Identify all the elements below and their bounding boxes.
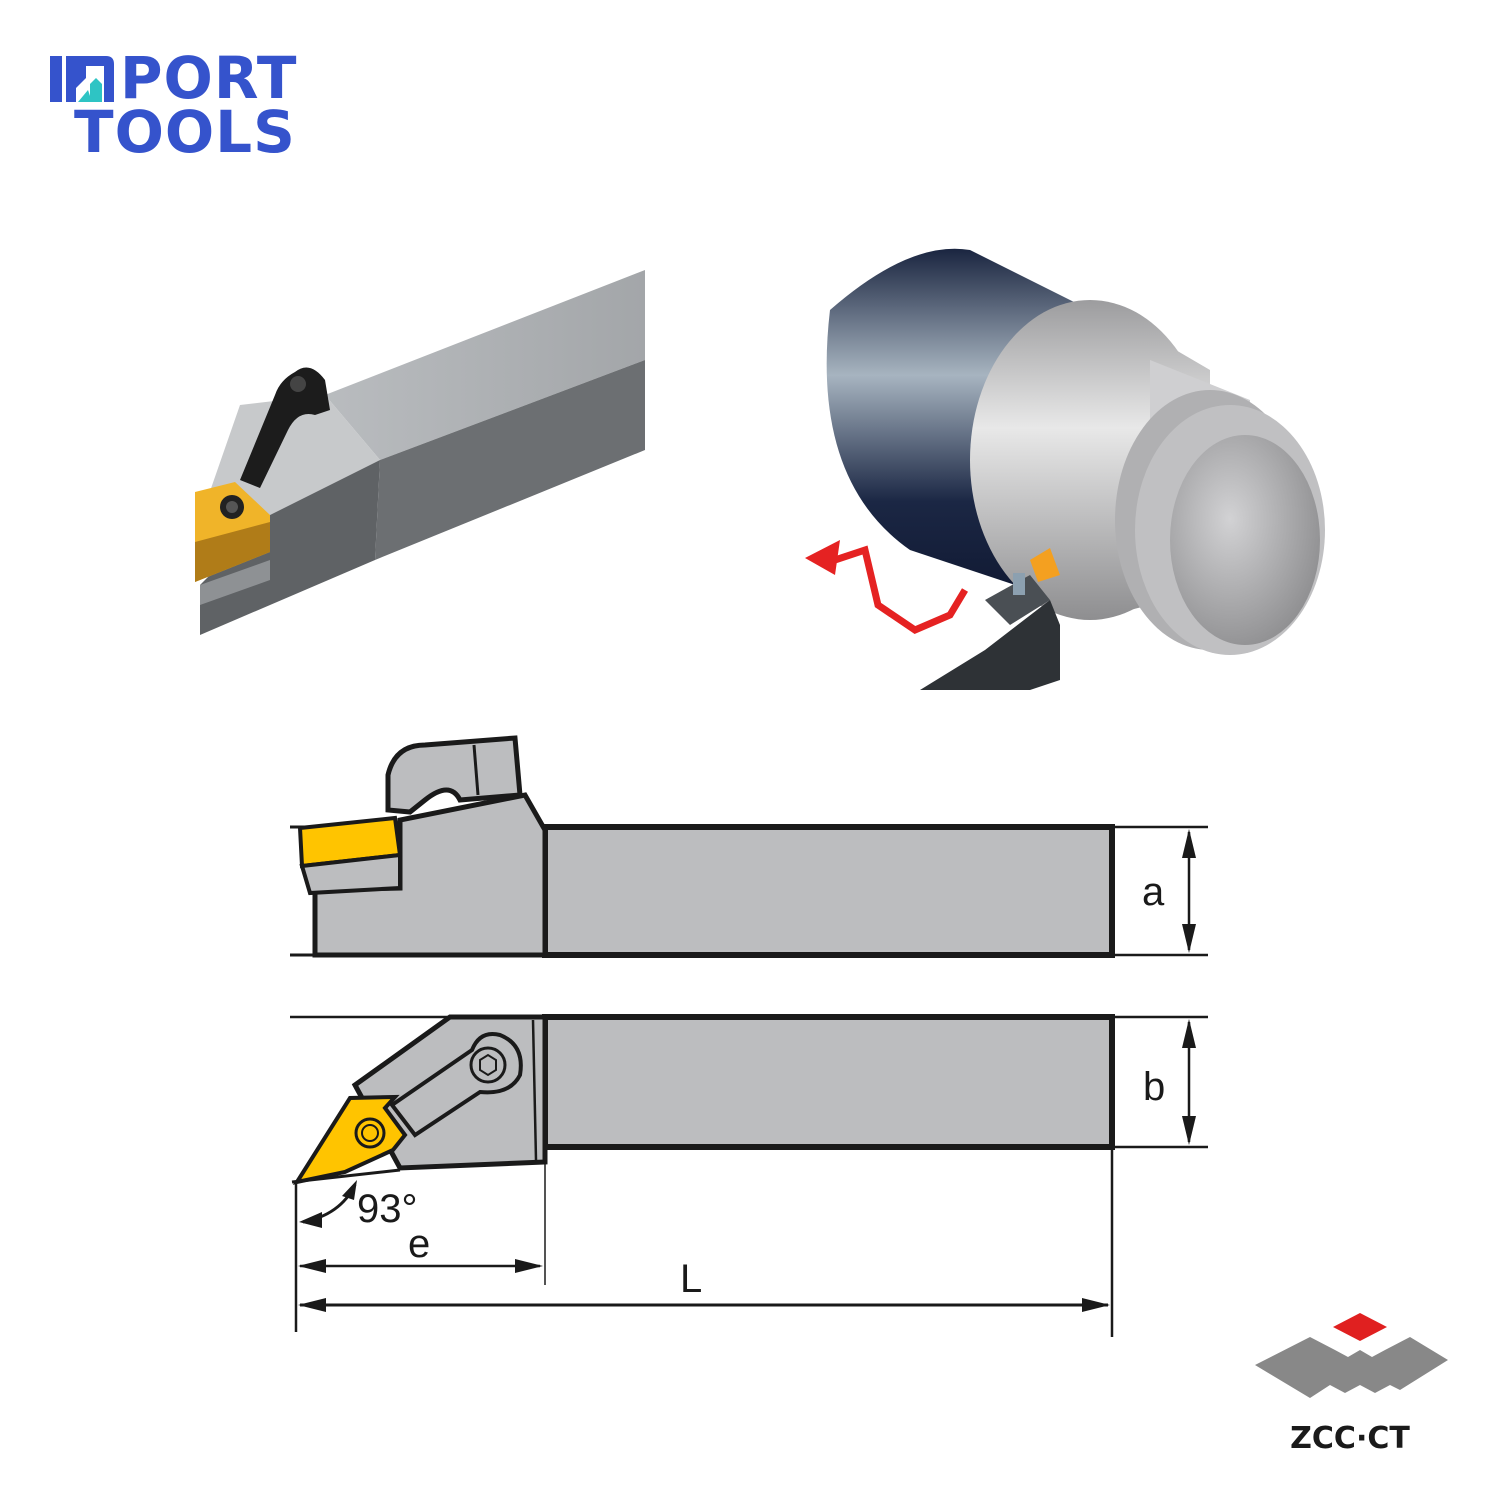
dimension-b-label: b bbox=[1143, 1065, 1165, 1109]
top-view: 93° b bbox=[290, 1014, 1208, 1231]
technical-drawing: a 93° bbox=[0, 720, 1500, 1370]
import-tools-logo-mark bbox=[50, 56, 114, 102]
length-dimensions: e L bbox=[294, 1147, 1114, 1337]
dimension-L-label: L bbox=[680, 1257, 702, 1301]
logo-word-port: PORT bbox=[120, 44, 298, 112]
dimension-e-label: e bbox=[408, 1222, 430, 1266]
red-diamond-icon bbox=[1333, 1313, 1387, 1341]
logo-word-tools: TOOLS bbox=[74, 98, 296, 166]
feed-direction-arrow bbox=[820, 545, 969, 634]
zcc-ct-wordmark: ZCC·CT bbox=[1290, 1421, 1410, 1455]
clamp-icon bbox=[240, 367, 330, 488]
import-tools-logo: PORT TOOLS bbox=[48, 48, 318, 168]
insert-top bbox=[292, 1094, 408, 1185]
turning-operation-illustration bbox=[790, 230, 1350, 690]
zcc-ct-logo: ZCC·CT bbox=[1250, 1305, 1450, 1456]
angle-label: 93° bbox=[357, 1187, 418, 1231]
tool-holder-render bbox=[180, 260, 660, 650]
side-view: a bbox=[290, 735, 1208, 958]
dimension-a-label: a bbox=[1142, 870, 1165, 914]
